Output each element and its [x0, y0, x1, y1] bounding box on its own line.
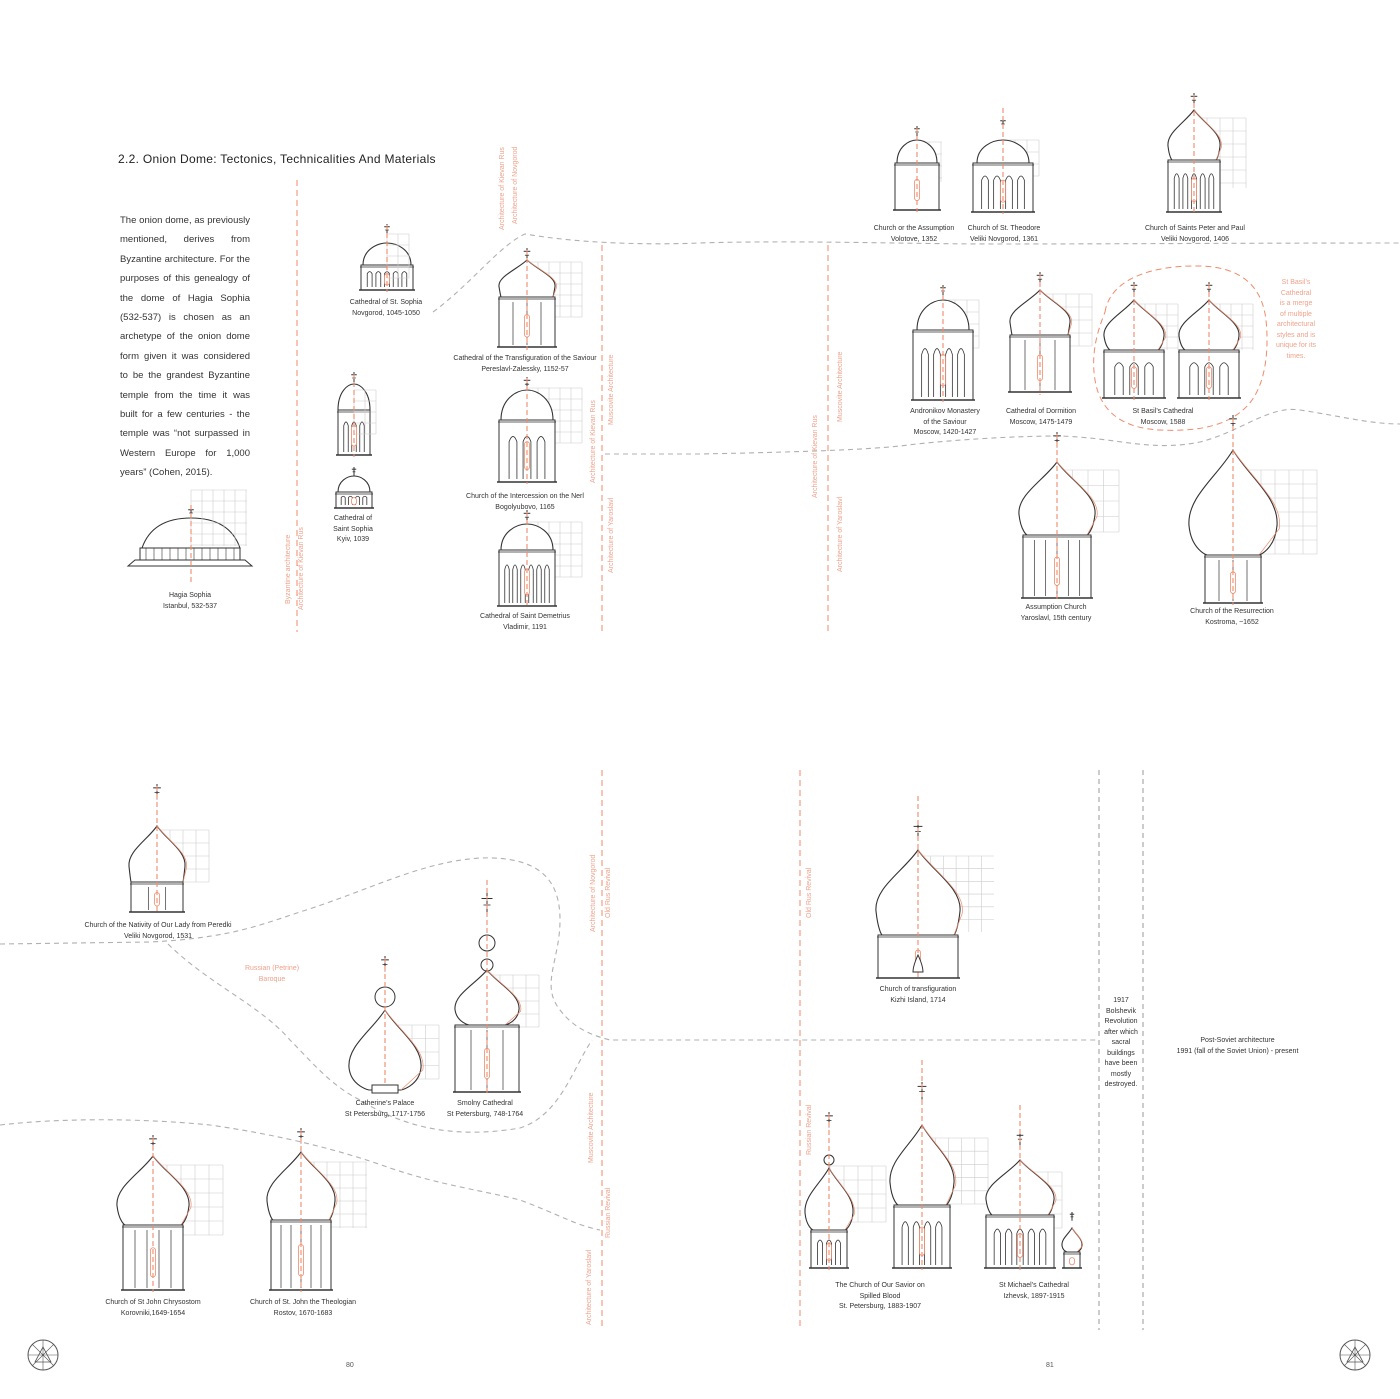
building-john-chrysostom-icon [116, 1135, 224, 1292]
building-transfiguration-kizhi-icon [875, 796, 994, 980]
style-label: Architecture of Kievan Rus [590, 400, 597, 483]
page-number-right: 81 [1046, 1362, 1054, 1369]
building-intercession-nerl-icon [497, 377, 583, 484]
building-st-sophia-kyiv-icon [334, 372, 377, 509]
building-dormition-icon [1008, 272, 1093, 395]
building-transfiguration-pereslavl-icon [497, 248, 583, 350]
building-smolny-icon [453, 880, 540, 1094]
building-andronikov-icon [911, 285, 980, 402]
style-label: Old Rus Revival [806, 867, 813, 918]
caption-nativity-peredki: Church of the Nativity of Our Lady from … [84, 922, 232, 940]
section-title: 2.2. Onion Dome: Tectonics, Technicaliti… [118, 152, 436, 166]
st-basil-enclosure [1093, 265, 1268, 431]
style-label: Architecture of Kievan Rus [298, 527, 305, 610]
building-hagia-sophia-icon [126, 489, 254, 585]
building-st-theodore-icon [971, 108, 1040, 214]
building-nativity-peredki-icon [128, 784, 210, 914]
lineage-path [0, 857, 1098, 1041]
lineage-path [432, 233, 1400, 313]
building-assumption-yaroslavl-icon [1018, 432, 1120, 600]
style-label: Architecture of Yaroslavl [837, 496, 844, 572]
compass-logo-icon [27, 1339, 59, 1371]
building-st-basil-icon [1102, 282, 1254, 400]
lineage-path [167, 943, 593, 1133]
style-label: Architecture of Novgorod [590, 854, 597, 932]
style-label: Muscovite Architecture [608, 354, 615, 425]
lineage-path [0, 1119, 601, 1231]
building-st-michael-icon [984, 1105, 1083, 1270]
style-label: Russian Revival [605, 1187, 612, 1238]
style-label: Russian Revival [806, 1104, 813, 1155]
building-spilled-blood-icon [804, 1060, 989, 1270]
petrine-baroque-note: Russian (Petrine)Baroque [244, 965, 300, 983]
style-label: Muscovite Architecture [837, 351, 844, 422]
building-resurrection-kostroma-icon [1188, 415, 1318, 605]
compass-logo-icon [1339, 1339, 1371, 1371]
style-label: Byzantine architecture [285, 534, 292, 604]
intro-paragraph: The onion dome, as previously mentioned,… [120, 215, 250, 479]
building-assumption-volotovo-icon [893, 126, 942, 212]
building-peter-paul-icon [1166, 93, 1247, 214]
building-saint-demetrius-icon [497, 510, 583, 608]
building-catherines-palace-icon [348, 956, 440, 1094]
style-label: Muscovite Architecture [588, 1092, 595, 1163]
building-john-theologian-icon [266, 1128, 367, 1292]
style-label: Architecture of Yaroslavl [586, 1249, 593, 1325]
page-number-left: 80 [346, 1362, 354, 1369]
style-label: Architecture of Kievan Rus [499, 147, 506, 230]
building-st-sophia-novgorod-icon [359, 224, 415, 292]
lineage-path [605, 408, 1400, 455]
style-label: Architecture of Yaroslavl [608, 497, 615, 573]
style-label: Architecture of Novgorod [512, 146, 519, 224]
style-label: Architecture of Kievan Rus [812, 415, 819, 498]
caption-transfiguration-pereslavl: Cathedral of the Transfiguration of the … [453, 355, 597, 373]
style-label: Old Rus Revival [605, 867, 612, 918]
